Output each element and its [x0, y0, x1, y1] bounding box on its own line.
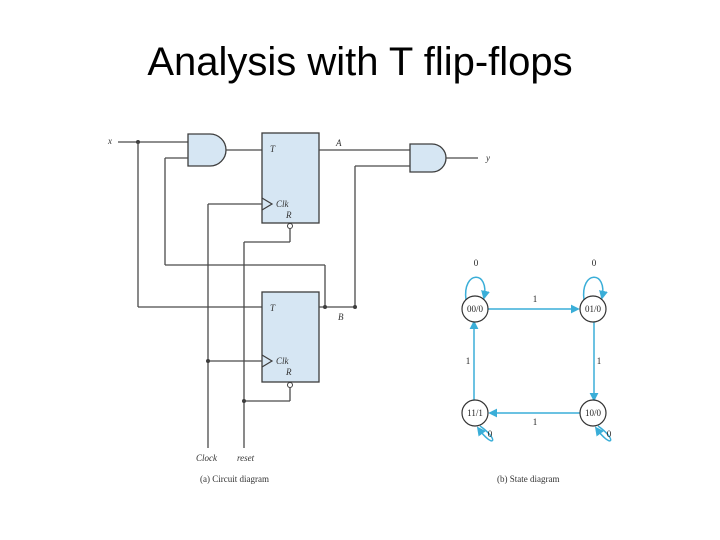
input-x-label: x [107, 136, 112, 146]
ff-a-clk-label: Clk [276, 199, 290, 209]
junction-b1 [323, 305, 327, 309]
state-10-label: 10/0 [585, 408, 602, 418]
flip-flop-b [261, 291, 320, 383]
slide-title: Analysis with T flip-flops [147, 40, 573, 84]
arc-10-11-label: 1 [533, 417, 538, 427]
loop-01-label: 0 [592, 258, 597, 268]
ff-a-r-label: R [285, 210, 292, 220]
loop-10-label: 0 [607, 429, 612, 439]
loop-01 [582, 276, 608, 301]
ff-b-reset-bubble [287, 382, 293, 388]
circuit-diagram: x T Clk R A y T Clk R [107, 132, 490, 484]
ff-a-t-label: T [270, 144, 276, 154]
reset-label: reset [237, 453, 255, 463]
state-01 [579, 295, 607, 323]
ff-b-clk-label: Clk [276, 356, 290, 366]
junction-clock [206, 359, 210, 363]
loop-11-label: 0 [488, 429, 493, 439]
circuit-caption: (a) Circuit diagram [200, 474, 269, 484]
state-11-label: 11/1 [467, 408, 483, 418]
ff-b-r-label: R [285, 367, 292, 377]
ff-b-t-label: T [270, 303, 276, 313]
arc-01-10-label: 1 [597, 356, 602, 366]
loop-00 [464, 276, 490, 301]
clock-label: Clock [196, 453, 218, 463]
arc-00-01-label: 1 [533, 294, 538, 304]
state-caption: (b) State diagram [497, 474, 559, 484]
ff-a-reset-bubble [287, 223, 293, 229]
flip-flop-a [261, 132, 320, 224]
ff-b-clk-triangle [261, 354, 274, 368]
state-00 [461, 295, 489, 323]
junction-b2 [353, 305, 357, 309]
and-gate-2 [409, 143, 447, 173]
state-diagram: 0 0 0 0 1 1 1 1 00/0 01/0 11/1 10/0 (b) … [461, 258, 612, 484]
output-b-label: B [338, 312, 344, 322]
loop-00-label: 0 [474, 258, 479, 268]
loop-11 [476, 425, 494, 442]
state-10 [579, 399, 607, 427]
and-gate-1 [187, 133, 227, 167]
arc-11-00-label: 1 [466, 356, 471, 366]
output-a-label: A [335, 138, 342, 148]
state-01-label: 01/0 [585, 304, 602, 314]
output-y-label: y [485, 153, 490, 163]
junction-reset [242, 399, 246, 403]
state-00-label: 00/0 [467, 304, 484, 314]
state-11 [461, 399, 489, 427]
loop-10 [594, 425, 612, 442]
ff-a-clk-triangle [261, 197, 274, 211]
